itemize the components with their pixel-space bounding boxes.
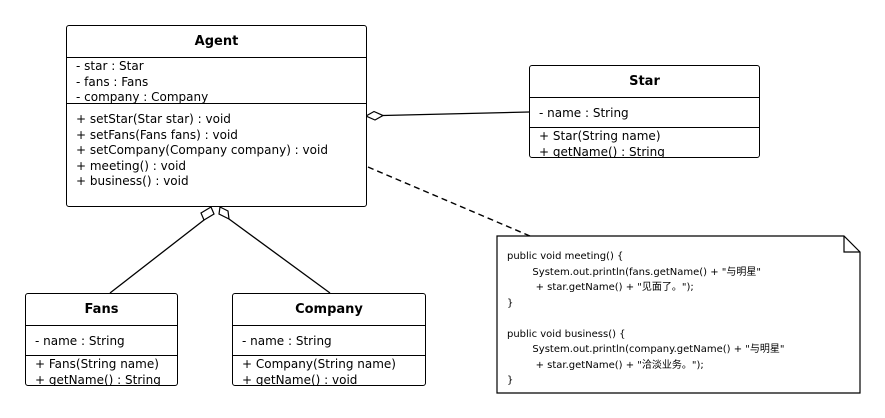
class-fans-name: Fans: [26, 294, 177, 326]
class-agent-attributes: - star : Star - fans : Fans - company : …: [67, 58, 366, 104]
class-company-methods: + Company(String name) + getName() : voi…: [233, 356, 425, 386]
attribute: - company : Company: [76, 90, 209, 104]
agent-fans-aggregation-diamond: [200, 206, 215, 221]
method: + Fans(String name): [35, 357, 159, 371]
note-link-dashed: [367, 166, 531, 237]
class-company-attributes: - name : String: [233, 326, 425, 356]
method: + Company(String name): [242, 357, 396, 371]
class-fans-attributes: - name : String: [26, 326, 177, 356]
class-star-name: Star: [530, 66, 759, 98]
attribute: - name : String: [35, 334, 125, 348]
note-line: + star.getName() + "见面了。");: [507, 282, 694, 293]
class-star-methods: + Star(String name) + getName() : String: [530, 128, 759, 158]
note-shape: [496, 235, 861, 394]
note-line: System.out.println(fans.getName() + "与明星…: [507, 266, 762, 278]
class-star-attributes: - name : String: [530, 98, 759, 128]
class-company-name: Company: [233, 294, 425, 326]
class-agent-name: Agent: [67, 26, 366, 58]
method: + meeting() : void: [76, 158, 187, 173]
agent-company-association: [228, 218, 331, 294]
method: + business() : void: [76, 174, 189, 188]
note-line: [507, 311, 852, 327]
method: + setStar(Star star) : void: [76, 112, 231, 126]
note-line: public void meeting() {: [507, 251, 624, 262]
note-fold-corner: [843, 236, 860, 253]
agent-fans-association: [109, 219, 205, 294]
method: + getName() : String: [539, 144, 665, 158]
agent-company-aggregation-diamond: [218, 206, 230, 221]
method: + getName() : String: [35, 372, 161, 386]
class-fans[interactable]: Fans - name : String + Fans(String name)…: [25, 293, 178, 386]
attribute: - name : String: [539, 106, 629, 120]
method: + getName() : void: [242, 372, 358, 386]
note-line: System.out.println(company.getName() + "…: [507, 344, 785, 355]
attribute: - fans : Fans: [76, 74, 149, 89]
note-line: public void business() {: [507, 328, 626, 340]
note-line: }: [507, 375, 514, 386]
class-agent[interactable]: Agent - star : Star - fans : Fans - comp…: [66, 25, 367, 207]
class-fans-methods: + Fans(String name) + getName() : String: [26, 356, 177, 386]
class-agent-methods: + setStar(Star star) : void + setFans(Fa…: [67, 104, 366, 190]
class-star[interactable]: Star - name : String + Star(String name)…: [529, 65, 760, 158]
code-note: public void meeting() { System.out.print…: [507, 249, 852, 389]
note-line: }: [507, 297, 514, 309]
attribute: - name : String: [242, 334, 332, 348]
method: + Star(String name): [539, 129, 661, 143]
class-company[interactable]: Company - name : String + Company(String…: [232, 293, 426, 386]
method: + setCompany(Company company) : void: [76, 143, 328, 157]
note-line: + star.getName() + "洽淡业务。");: [507, 359, 704, 371]
agent-star-association: [382, 111, 530, 117]
agent-star-aggregation-diamond: [364, 110, 385, 121]
attribute: - star : Star: [76, 59, 144, 73]
method: + setFans(Fans fans) : void: [76, 127, 238, 142]
